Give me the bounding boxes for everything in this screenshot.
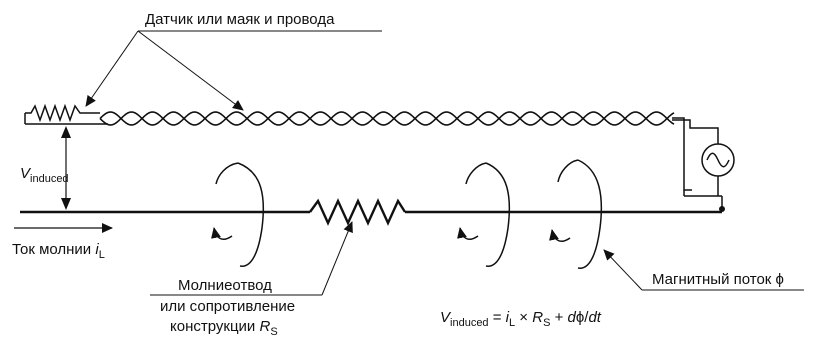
- twisted-wire-2: [99, 111, 675, 126]
- v-subscript: induced: [30, 173, 69, 185]
- formula-d: d: [568, 309, 577, 326]
- formula-i: i: [506, 309, 510, 326]
- rod-leader-arrow: [321, 221, 353, 296]
- current-label: Ток молнии iL: [12, 241, 105, 261]
- twisted-pair-wires: [99, 111, 675, 126]
- current-symbol: i: [95, 241, 99, 258]
- twisted-wire-1: [99, 111, 675, 126]
- formula-times: ×: [515, 309, 532, 326]
- lightning-conductor: [20, 198, 722, 226]
- v-induced-label: Vinduced: [20, 165, 69, 185]
- formula-plus: +: [550, 309, 567, 326]
- sensor-label: Датчик или маяк и провода: [145, 11, 335, 28]
- rod-symbol: R: [259, 318, 270, 335]
- flux-leader-arrow: [603, 249, 643, 291]
- rod-label-line3: конструкции RS: [170, 318, 278, 338]
- magnetic-flux-loop-icon-3: [549, 159, 603, 269]
- formula-eq: =: [489, 309, 506, 326]
- formula-phi: ϕ: [576, 309, 584, 326]
- sensor-leader-arrow: [85, 30, 139, 107]
- induced-voltage-formula: Vinduced = iL × RS + dϕ/dt: [440, 309, 602, 329]
- current-text: Ток молнии: [12, 241, 95, 258]
- wire-to-source: [672, 117, 722, 197]
- rod-label-line2: или сопротивление: [160, 298, 295, 315]
- wires-leader-arrow: [137, 30, 244, 111]
- v-induced-arrow: [61, 126, 71, 210]
- formula-slash: /: [584, 309, 589, 326]
- v-symbol: V: [20, 165, 32, 182]
- rod-label-line1: Молниеотвод: [178, 277, 272, 294]
- rod-subscript: S: [270, 326, 277, 338]
- formula-r: R: [532, 309, 543, 326]
- formula-i-sub: L: [509, 317, 515, 329]
- magnetic-flux-loop-icon-1: [211, 162, 265, 267]
- ac-source-icon: [701, 143, 735, 177]
- formula-dt: dt: [588, 309, 601, 326]
- flux-label: Магнитный поток ϕ: [652, 271, 784, 288]
- formula-v: V: [440, 309, 452, 326]
- sensor-resistor-icon: [24, 103, 108, 125]
- formula-r-sub: S: [543, 317, 550, 329]
- current-subscript: L: [99, 249, 105, 261]
- formula-v-sub: induced: [450, 317, 489, 329]
- magnetic-flux-loop-icon-2: [457, 162, 511, 267]
- rod-text: конструкции: [170, 318, 259, 335]
